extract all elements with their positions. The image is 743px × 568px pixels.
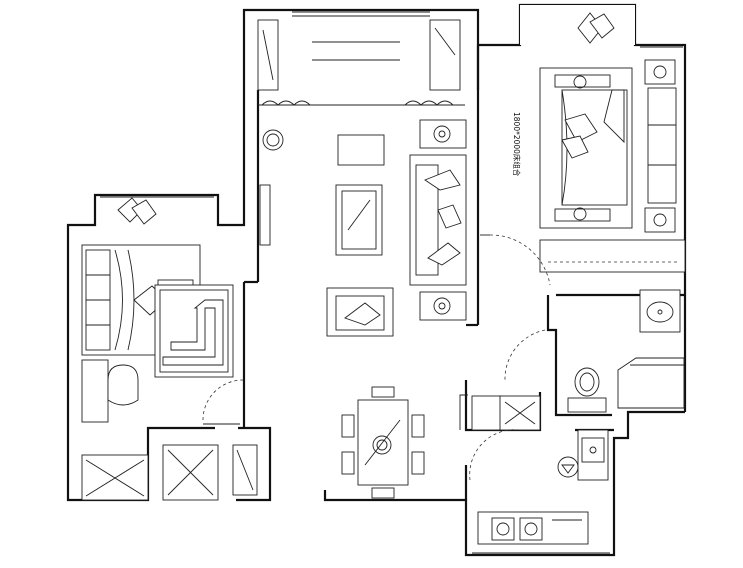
windows xyxy=(100,11,683,554)
kitchen xyxy=(459,394,609,545)
chair-icon xyxy=(341,386,425,499)
sink-icon xyxy=(581,437,605,463)
wardrobe xyxy=(647,87,677,204)
armchair-icon xyxy=(326,287,394,337)
chair-icon xyxy=(107,364,139,406)
rug-icon xyxy=(154,284,234,378)
tv-cabinet xyxy=(259,184,271,246)
lamp-icon xyxy=(262,129,284,151)
coffee-table xyxy=(335,184,383,256)
sink-icon xyxy=(639,289,681,333)
plant-icon xyxy=(577,12,615,44)
master-bedroom: 1800*2000床组合 xyxy=(480,5,686,286)
balcony xyxy=(257,19,465,106)
toilet-icon xyxy=(567,367,607,413)
sofa-icon xyxy=(409,154,467,286)
plant-icon xyxy=(117,197,157,225)
bed-icon xyxy=(539,67,633,229)
stove-icon xyxy=(477,511,589,545)
bed-size-label: 1800*2000床组合 xyxy=(512,112,522,177)
second-bedroom xyxy=(81,197,258,501)
living-room xyxy=(259,119,467,337)
desk xyxy=(81,359,109,423)
dining-area xyxy=(341,386,425,499)
bathroom xyxy=(504,289,685,413)
